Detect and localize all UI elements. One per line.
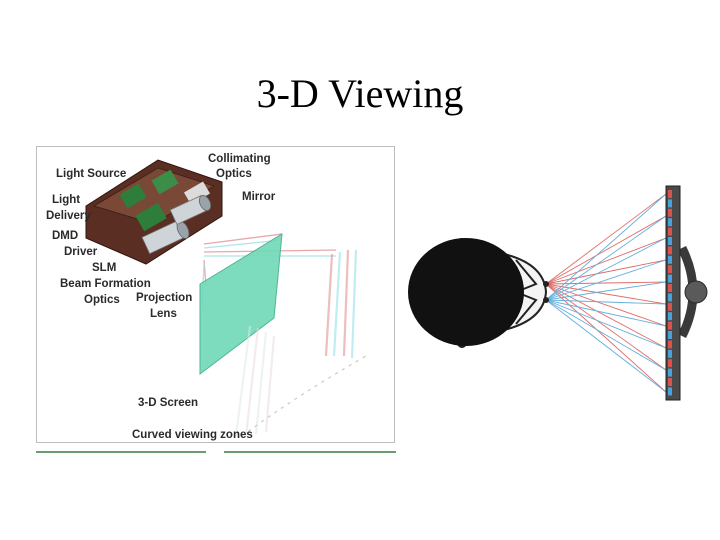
eye-ray	[545, 193, 667, 285]
eye-ray	[545, 299, 667, 371]
right-eye-icon	[543, 297, 549, 303]
label-beam-formation-line1: Beam Formation	[60, 278, 151, 290]
projector-diagram: Light Source Collimating Optics Mirror L…	[36, 146, 396, 453]
label-light-delivery-line2: Delivery	[46, 210, 91, 222]
eye-ray	[545, 281, 667, 301]
hair	[408, 238, 524, 346]
display-pixel-stripe	[668, 293, 672, 302]
eye-ray	[545, 237, 667, 285]
label-beam-formation-line2: Optics	[84, 294, 120, 306]
display-pixel-stripe	[668, 199, 672, 208]
display-pixel-stripe	[668, 246, 672, 255]
display-pixel-stripe	[668, 190, 672, 198]
label-light-source: Light Source	[56, 168, 126, 180]
eye-ray	[545, 283, 667, 327]
viewer-head	[408, 238, 549, 348]
label-collimating-optics-line1: Collimating	[208, 153, 271, 165]
viewing-zone-curve	[241, 355, 367, 437]
eye-ray	[545, 237, 667, 301]
slide-title: 3-D Viewing	[256, 71, 464, 116]
display-pixel-stripe	[668, 359, 672, 368]
eye-ray	[545, 299, 667, 393]
display-pixel-stripe	[668, 255, 672, 264]
display-pixel-stripe	[668, 208, 672, 217]
projection-lenses	[141, 195, 212, 255]
left-eye-icon	[543, 281, 549, 287]
eye-ray	[545, 259, 667, 301]
display-pixel-stripe	[668, 321, 672, 330]
display-pixel-stripe	[668, 349, 672, 358]
display-pixel-stripe	[668, 302, 672, 311]
label-projection-lens-line2: Lens	[150, 308, 177, 320]
projector-housing	[85, 159, 223, 265]
eye-ray	[545, 259, 667, 285]
label-3d-screen: 3-D Screen	[138, 397, 198, 409]
eye-rays	[545, 193, 667, 393]
label-light-delivery-line1: Light	[52, 194, 80, 206]
display-pixel-stripe	[668, 387, 672, 396]
display-pixel-stripes	[668, 190, 672, 396]
label-curved-viewing-zones: Curved viewing zones	[132, 429, 253, 441]
3d-screen	[199, 233, 283, 376]
label-dmd-driver-line2: Driver	[64, 246, 98, 258]
label-collimating-optics-line2: Optics	[216, 168, 252, 180]
eye-ray	[545, 283, 667, 305]
eye-ray	[545, 283, 667, 349]
display-pixel-stripe	[668, 265, 672, 274]
label-mirror: Mirror	[242, 191, 276, 203]
display-pixel-stripe	[668, 227, 672, 236]
autostereoscopic-display	[665, 185, 708, 401]
display-pixel-stripe	[668, 237, 672, 245]
viewing-zones	[234, 249, 358, 437]
eye-ray	[545, 215, 667, 301]
eye-ray	[545, 283, 667, 393]
label-slm: SLM	[92, 262, 116, 274]
display-pixel-stripe	[668, 218, 672, 227]
eye-ray	[545, 281, 667, 285]
eye-ray	[545, 283, 667, 371]
label-projection-lens-line1: Projection	[136, 292, 192, 304]
display-pixel-stripe	[668, 274, 672, 283]
eye-ray	[545, 193, 667, 301]
display-pixel-stripe	[668, 284, 672, 292]
display-pixel-stripe	[668, 368, 672, 377]
eye-ray	[545, 299, 667, 327]
display-pixel-stripe	[668, 378, 672, 386]
display-pixel-stripe	[668, 340, 672, 349]
label-dmd-driver-line1: DMD	[52, 230, 78, 242]
display-pixel-stripe	[668, 312, 672, 321]
viewer-diagram	[408, 185, 708, 401]
eye-ray	[545, 299, 667, 349]
eye-ray	[545, 299, 667, 305]
display-pixel-stripe	[668, 331, 672, 339]
eye-ray	[545, 215, 667, 285]
